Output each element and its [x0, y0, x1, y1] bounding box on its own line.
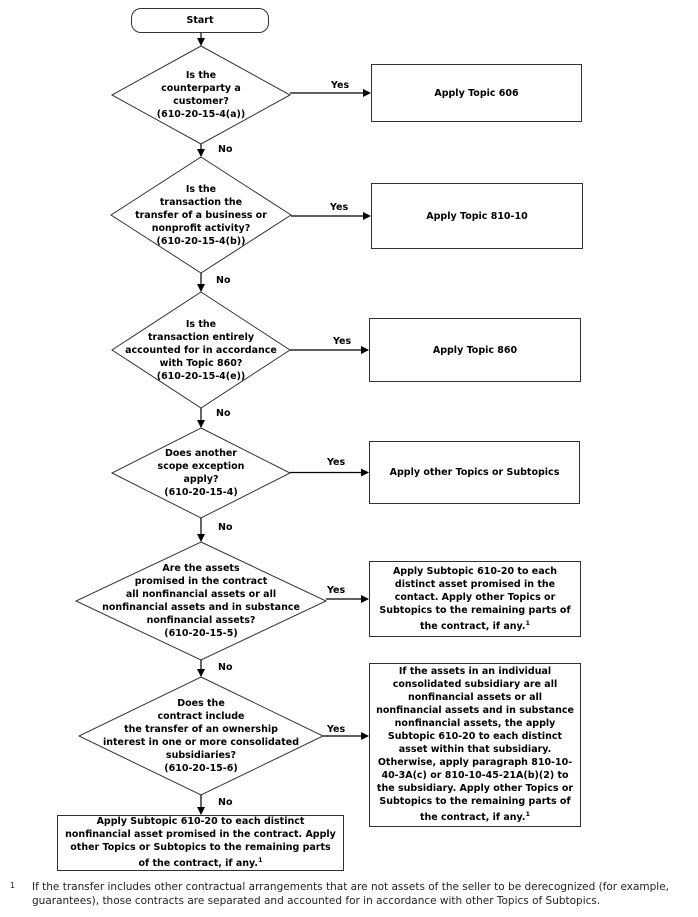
decision-line: (610-20-15-6) [164, 763, 238, 774]
no-label-6: No [218, 797, 233, 808]
outcome-text: Apply Subtopic 610-20 to each distinct a… [379, 565, 571, 633]
decision-line: Are the assets [162, 563, 240, 574]
decision-text-4: Does another scope exception apply? (610-20… [112, 428, 290, 518]
footnote-ref: 1 [525, 618, 531, 627]
decision-line: scope exception [157, 461, 245, 472]
decision-line: (610-20-15-4(e)) [156, 370, 246, 382]
decision-line: Is the [185, 183, 217, 195]
outcome-text: Apply Topic 606 [434, 87, 519, 99]
decision-line: counterparty a [161, 83, 241, 94]
no-label-1: No [218, 144, 233, 155]
decision-line: transaction the [159, 196, 243, 208]
decision-line: with Topic 860? [159, 357, 243, 369]
final-outcome-text: Apply Subtopic 610-20 to each distinct n… [65, 816, 336, 870]
outcome-box-2: Apply Topic 810-10 [371, 183, 583, 249]
outcome-box-6: If the assets in an individual consolida… [369, 663, 581, 827]
yes-label-3: Yes [333, 336, 352, 347]
outcome-box-3: Apply Topic 860 [369, 318, 581, 382]
decision-line: Is the [185, 70, 217, 81]
no-label-2: No [216, 275, 231, 286]
outcome-text: If the assets in an individual consolida… [376, 666, 574, 824]
yes-label-2: Yes [330, 202, 349, 213]
decision-line: promised in the contract [134, 576, 268, 587]
decision-line: the transfer of an ownership [124, 724, 278, 735]
footnote-mark: 1 [10, 881, 16, 890]
decision-line: interest in one or more consolidated [103, 737, 299, 748]
decision-line: apply? [183, 474, 219, 485]
decision-line: (610-20-15-4(a)) [156, 109, 246, 120]
yes-label-4: Yes [327, 457, 346, 468]
decision-line: Does another [165, 448, 237, 459]
decision-line: all nonfinancial assets or all [125, 589, 277, 600]
decision-line: contract include [157, 711, 245, 722]
decision-text-6: Does the contract include the transfer of … [79, 677, 323, 795]
outcome-box-5: Apply Subtopic 610-20 to each distinct a… [369, 561, 581, 637]
outcome-box-1: Apply Topic 606 [371, 64, 582, 122]
decision-line: Is the [185, 318, 217, 330]
decision-line: subsidiaries? [165, 750, 237, 761]
footnote-ref: 1 [525, 810, 531, 819]
decision-line: (610-20-15-5) [164, 628, 238, 639]
decision-diamonds [74, 45, 328, 796]
connector-lines [197, 33, 371, 815]
no-label-5: No [218, 662, 233, 673]
decision-line: nonfinancial assets and in substance [102, 602, 300, 613]
no-label-3: No [216, 408, 231, 419]
decision-line: customer? [173, 96, 229, 107]
outcome-text: Apply Topic 860 [432, 344, 518, 356]
yes-label-5: Yes [327, 585, 346, 596]
start-terminal: Start [131, 8, 269, 33]
decision-text-1: Is the counterparty a customer? (610-20-15-… [112, 46, 290, 144]
decision-line: transfer of a business or [135, 209, 267, 221]
footnote-text: If the transfer includes other contractu… [32, 881, 669, 907]
decision-line: Does the [177, 698, 225, 709]
decision-line: accounted for in accordance [125, 344, 277, 356]
final-outcome-box: Apply Subtopic 610-20 to each distinct n… [57, 815, 344, 871]
decision-line: (610-20-15-4) [164, 487, 238, 498]
decision-line: transaction entirely [147, 331, 255, 343]
yes-label-1: Yes [331, 80, 350, 91]
decision-text-5: Are the assets promised in the contract al… [76, 542, 326, 660]
footnote: 1 If the transfer includes other contrac… [10, 880, 694, 908]
decision-line: (610-20-15-4(b)) [156, 235, 246, 247]
decision-line: nonprofit activity? [151, 222, 251, 234]
no-label-4: No [218, 522, 233, 533]
start-label: Start [186, 15, 214, 26]
outcome-text: Apply Topic 810-10 [426, 210, 528, 222]
footnote-ref: 1 [257, 856, 263, 865]
decision-line: nonfinancial assets? [146, 615, 256, 626]
outcome-box-4: Apply other Topics or Subtopics [369, 441, 580, 504]
outcome-text: Apply other Topics or Subtopics [389, 467, 560, 478]
yes-label-6: Yes [327, 724, 346, 735]
